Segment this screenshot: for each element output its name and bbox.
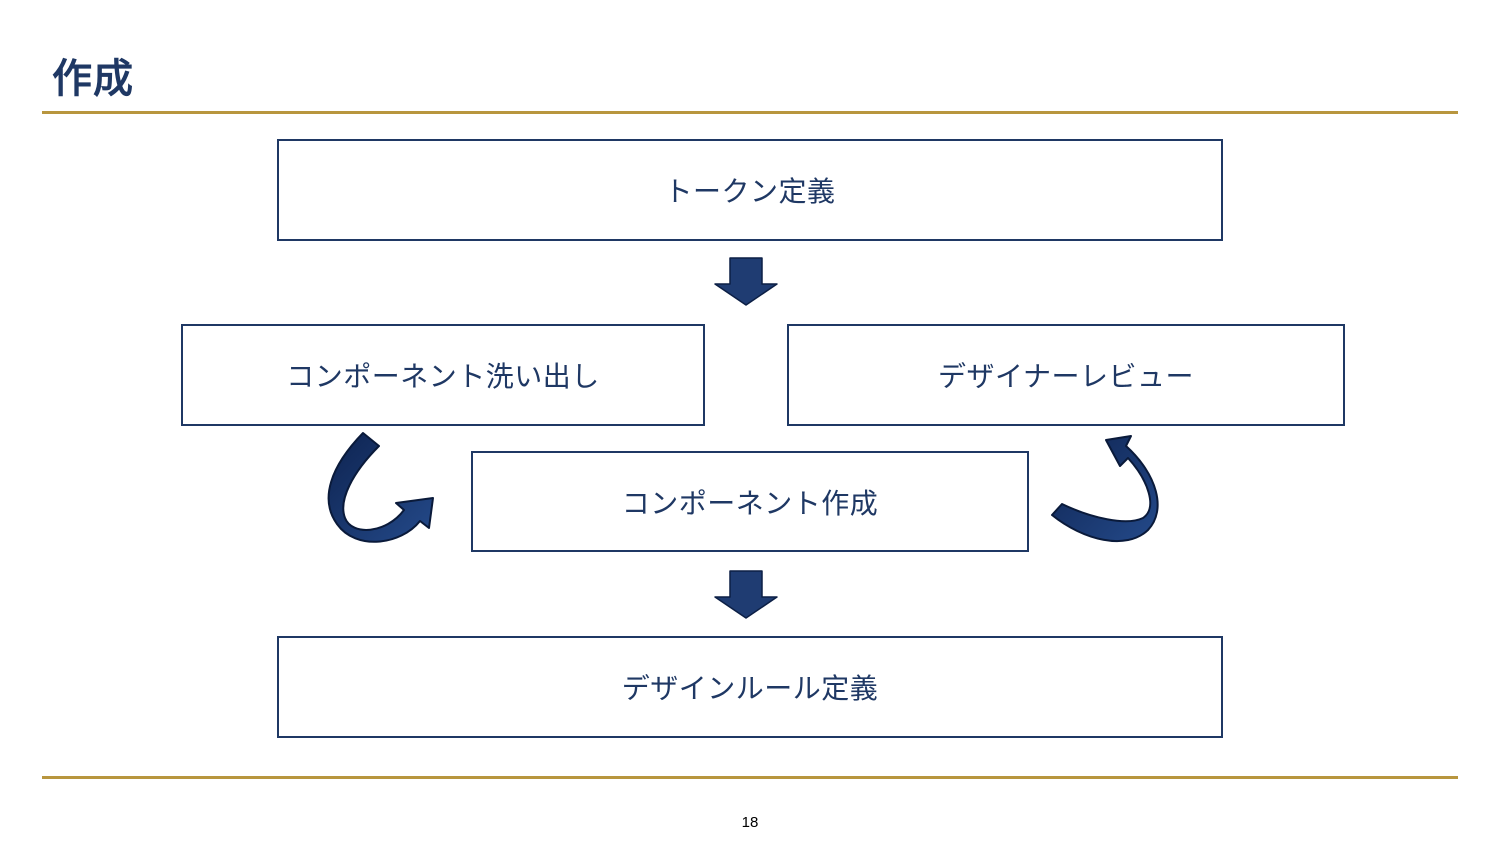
step-token-definition-label: トークン定義 [664,175,836,208]
step-component-creation: コンポーネント作成 [471,451,1029,552]
down-arrow-icon [714,257,778,306]
curved-arrow-icon [1051,435,1159,543]
step-designer-review: デザイナーレビュー [787,324,1345,426]
slide-title: 作成 [52,56,134,102]
step-token-definition: トークン定義 [277,139,1223,241]
top-divider [42,111,1458,114]
step-component-creation-label: コンポーネント作成 [621,486,879,520]
bottom-divider [42,776,1458,779]
down-arrow-icon [714,570,778,619]
page-number: 18 [741,814,759,831]
step-design-rule-definition-label: デザインルール定義 [621,672,879,705]
step-design-rule-definition: デザインルール定義 [277,636,1223,738]
step-designer-review-label: デザイナーレビュー [938,360,1194,393]
step-component-extraction-label: コンポーネント洗い出し [286,360,600,393]
step-component-extraction: コンポーネント洗い出し [181,324,705,426]
curved-arrow-icon [327,432,434,543]
